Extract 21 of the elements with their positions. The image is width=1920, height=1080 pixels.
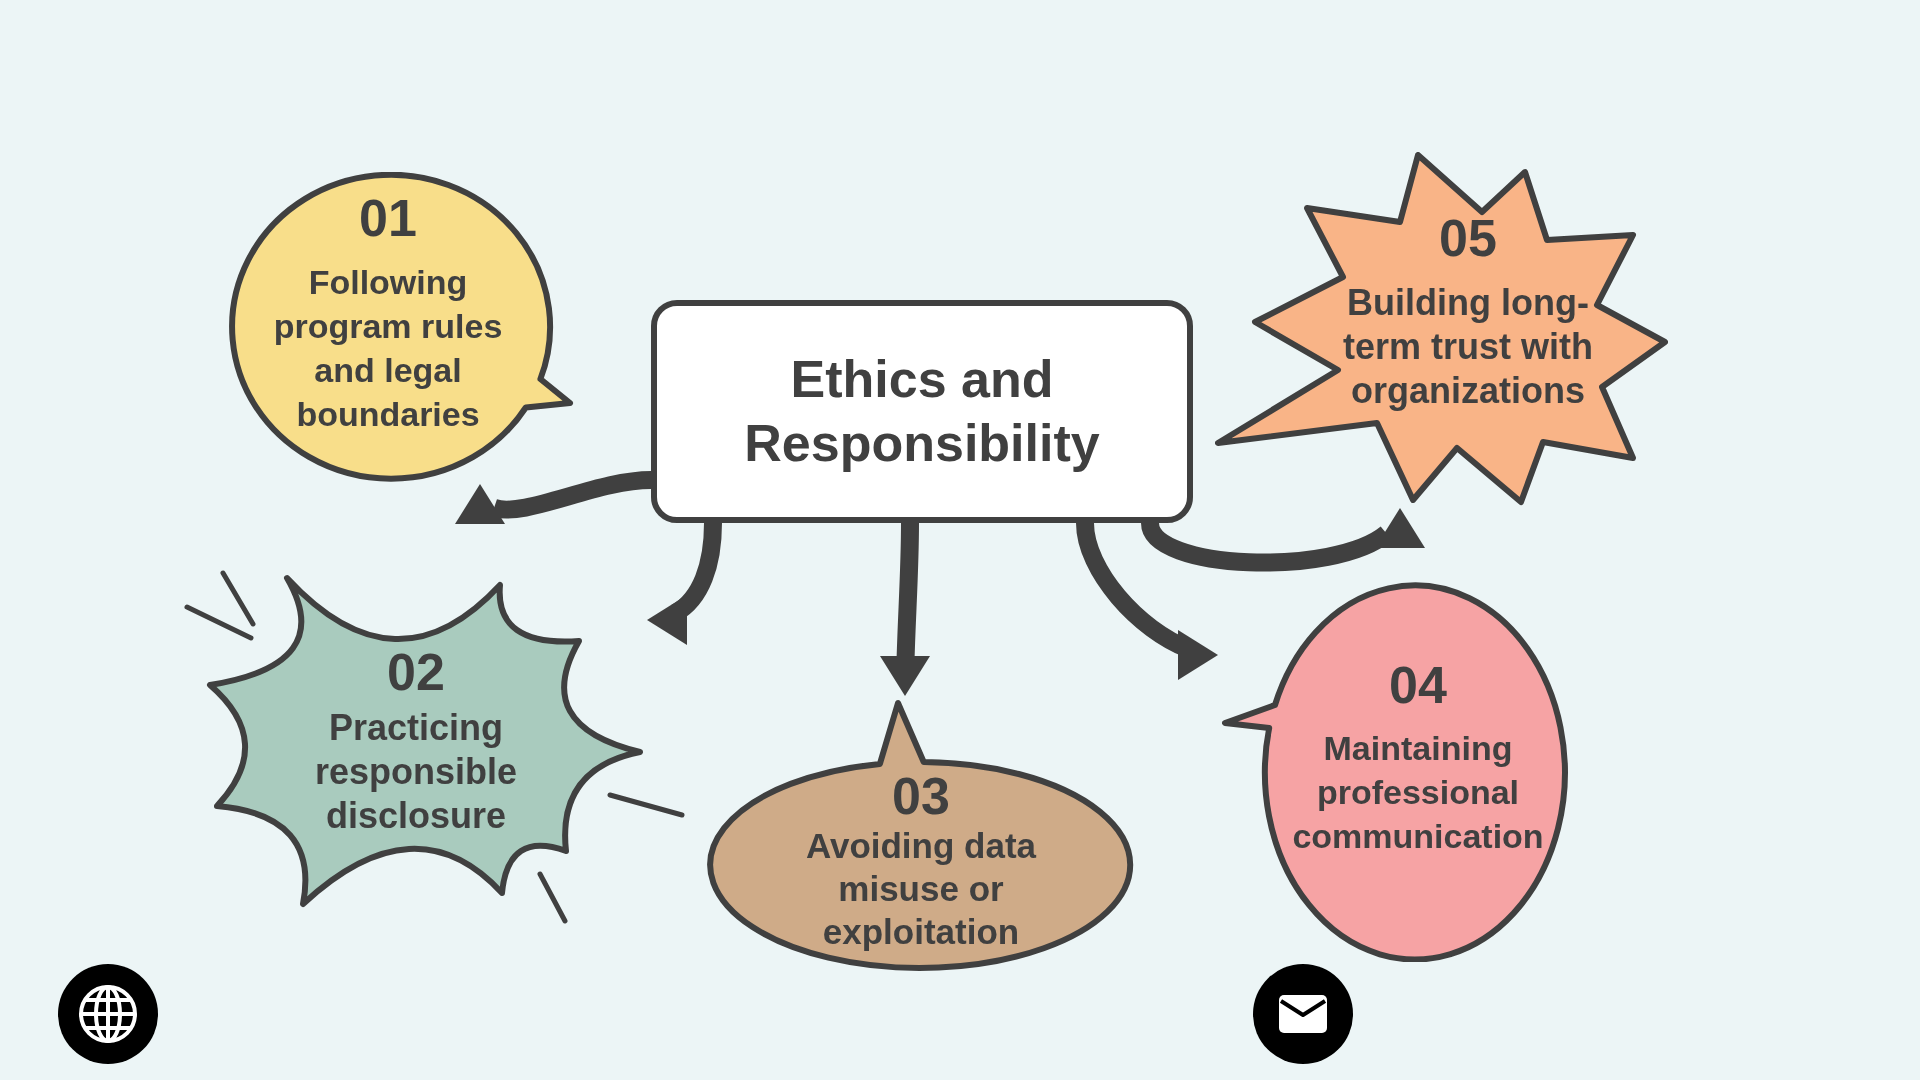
step-text: Practicing responsible disclosure (313, 706, 519, 838)
step-number: 02 (387, 644, 445, 700)
step-text: Building long-term trust with organizations (1342, 281, 1594, 413)
step-text: Following program rules and legal boundaries (272, 262, 504, 435)
step-number: 01 (359, 190, 417, 246)
curved-arrow (646, 522, 722, 645)
step-text: Avoiding data misuse or exploitation (804, 825, 1038, 953)
step-number: 03 (892, 768, 950, 824)
starburst (1215, 152, 1668, 506)
topic-title: Ethics and Responsibility (743, 349, 1101, 474)
speech-bubble (705, 698, 1135, 972)
step-number: 05 (1439, 210, 1497, 266)
step-text: Maintaining professional communication (1291, 728, 1545, 857)
topic-box (651, 300, 1193, 523)
speech-bubble (1220, 582, 1570, 962)
step-number: 04 (1389, 657, 1447, 713)
explosion-bubble (205, 573, 645, 909)
curved-arrow (880, 522, 930, 697)
speech-bubble (228, 172, 574, 482)
curved-arrow (455, 471, 652, 524)
curved-arrow (1076, 522, 1219, 680)
